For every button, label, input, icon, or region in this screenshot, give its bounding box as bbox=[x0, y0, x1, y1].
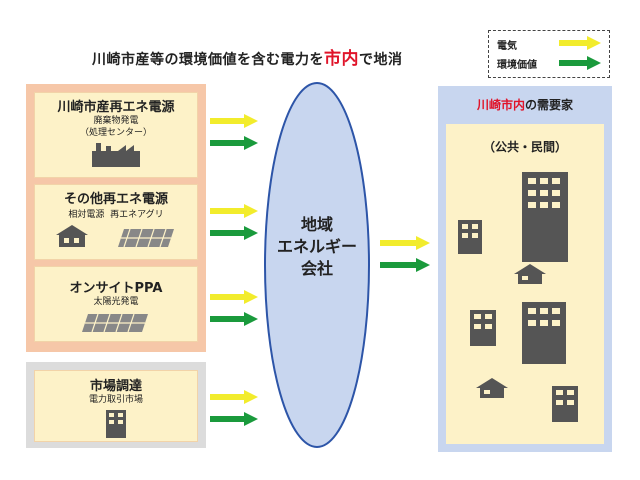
page-title: 川崎市産等の環境価値を含む電力を市内で地消 bbox=[92, 49, 403, 69]
source-box-market: 市場調達 電力取引市場 bbox=[34, 370, 198, 442]
building-icon bbox=[522, 302, 566, 364]
source-heading: 川崎市産再エネ電源 bbox=[57, 100, 175, 115]
consumer-buildings bbox=[458, 172, 578, 422]
source-sub: 再エネアグリ bbox=[110, 210, 164, 220]
flow-arrows-market bbox=[210, 390, 258, 426]
source-box-other: その他再エネ電源 相対電源 再エネアグリ bbox=[34, 184, 198, 260]
flow-arrows-source-3 bbox=[210, 290, 258, 326]
legend: 電気 環境価値 bbox=[488, 30, 610, 78]
source-heading: 市場調達 bbox=[89, 379, 142, 394]
market-panel: 市場調達 電力取引市場 bbox=[26, 362, 206, 448]
house-icon bbox=[514, 264, 546, 284]
source-sub: （処理センター） bbox=[79, 128, 152, 138]
building-icon bbox=[552, 386, 578, 422]
legend-electricity-arrow-icon bbox=[559, 36, 601, 50]
solar-panel-icon bbox=[118, 228, 174, 248]
source-sub: 相対電源 bbox=[68, 210, 105, 220]
source-box-kawasaki: 川崎市産再エネ電源 廃棄物発電 （処理センター） bbox=[34, 92, 198, 178]
building-icon bbox=[106, 410, 126, 438]
factory-icon bbox=[92, 143, 140, 167]
flow-arrows-source-1 bbox=[210, 114, 258, 150]
legend-value-arrow-icon bbox=[559, 56, 601, 70]
house-icon bbox=[56, 225, 88, 247]
source-sub: 廃棄物発電 bbox=[93, 116, 139, 126]
hub-label: 地域 エネルギー 会社 bbox=[276, 215, 357, 278]
legend-value-label: 環境価値 bbox=[497, 60, 537, 71]
renewable-sources-panel: 川崎市産再エネ電源 廃棄物発電 （処理センター） その他再エネ電源 相対電源 再… bbox=[26, 84, 206, 352]
source-heading: オンサイトPPA bbox=[69, 281, 163, 296]
source-box-onsite-ppa: オンサイトPPA 太陽光発電 bbox=[34, 266, 198, 342]
generation-icons bbox=[56, 225, 174, 248]
source-sub: 電力取引市場 bbox=[88, 395, 143, 405]
flow-arrows-source-2 bbox=[210, 204, 258, 240]
building-icon bbox=[470, 310, 496, 346]
house-icon bbox=[476, 378, 508, 398]
local-energy-company-node bbox=[264, 82, 370, 448]
source-sub: 太陽光発電 bbox=[93, 297, 139, 307]
consumers-title: 川崎市内の需要家 bbox=[476, 98, 574, 112]
solar-panel-icon bbox=[82, 313, 148, 333]
source-heading: その他再エネ電源 bbox=[63, 192, 168, 207]
flow-arrows-to-consumers bbox=[380, 236, 430, 272]
legend-electricity-label: 電気 bbox=[497, 41, 517, 52]
building-icon bbox=[522, 172, 568, 262]
building-icon bbox=[458, 220, 482, 254]
consumers-subtitle: （公共・民間） bbox=[482, 140, 567, 154]
